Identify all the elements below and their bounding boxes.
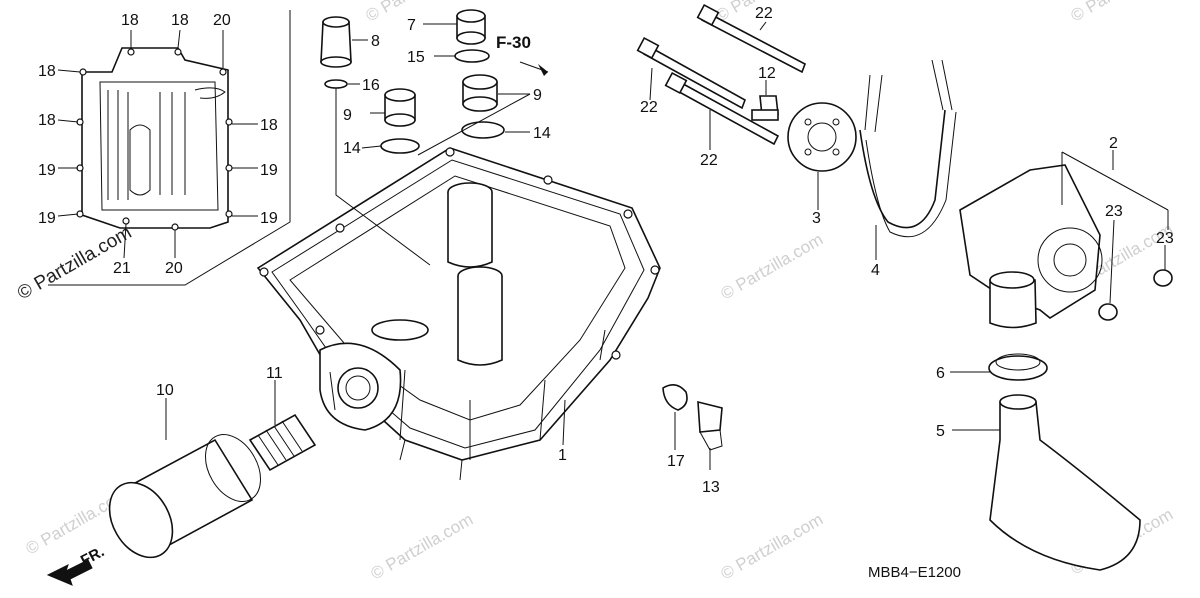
callout-labels: 18 18 20 18 18 18 19 19 19 19 21 20 8 16… <box>38 5 1174 581</box>
callout-14: 14 <box>343 140 361 157</box>
callout-20: 20 <box>213 12 231 29</box>
callout-19: 19 <box>260 162 278 179</box>
front-direction-arrow: FR. <box>46 543 107 586</box>
leader-lines <box>165 21 1169 470</box>
callout-22: 22 <box>640 99 658 116</box>
oil-pipe-8 <box>320 21 352 63</box>
reference-label: F-30 <box>496 33 531 52</box>
threaded-pipe-11 <box>248 413 317 472</box>
callout-23: 23 <box>1156 230 1174 247</box>
watermark: © Partzilla.com <box>718 510 827 584</box>
arrow-icon <box>46 559 93 586</box>
callout-1: 1 <box>558 447 567 464</box>
callout-19: 19 <box>38 162 56 179</box>
sprocket-3 <box>787 102 857 172</box>
parts-lower-left <box>108 384 723 559</box>
callout-18: 18 <box>38 112 56 129</box>
callout-9: 9 <box>533 87 542 104</box>
o-ring-15 <box>454 49 490 63</box>
chain-4 <box>859 109 946 229</box>
callout-18: 18 <box>260 117 278 134</box>
callout-19: 19 <box>38 210 56 227</box>
seal-6 <box>988 355 1048 381</box>
oil-pan-gasket <box>81 47 229 229</box>
callout-9: 9 <box>343 107 352 124</box>
watermark: © Partzilla.com <box>363 0 472 25</box>
callout-13: 13 <box>702 479 720 496</box>
callout-15: 15 <box>407 49 425 66</box>
o-ring-16 <box>324 79 348 89</box>
callout-23: 23 <box>1105 203 1123 220</box>
callout-19: 19 <box>260 210 278 227</box>
callout-16: 16 <box>362 77 380 94</box>
callout-10: 10 <box>156 382 174 399</box>
callout-3: 3 <box>812 210 821 227</box>
oil-strainer-5 <box>989 397 1141 571</box>
callout-12: 12 <box>758 65 776 82</box>
washer-17 <box>662 384 688 411</box>
dowel-23a <box>1098 303 1118 321</box>
o-ring-14a <box>380 138 420 154</box>
callout-22: 22 <box>755 5 773 22</box>
callout-20: 20 <box>165 260 183 277</box>
callout-18: 18 <box>38 63 56 80</box>
dowel-23b <box>1153 269 1173 287</box>
callout-4: 4 <box>871 262 880 279</box>
callout-5: 5 <box>936 423 945 440</box>
callout-11: 11 <box>266 365 283 382</box>
callout-18: 18 <box>171 12 189 29</box>
o-ring-14b <box>461 121 505 139</box>
callout-6: 6 <box>936 365 945 382</box>
diagram-code: MBB4−E1200 <box>868 564 961 581</box>
callout-2: 2 <box>1109 135 1118 152</box>
watermark: © Partzilla.com <box>718 230 827 304</box>
parts-upper-middle <box>636 3 957 238</box>
watermark: © Partzilla.com <box>368 510 477 584</box>
callout-8: 8 <box>371 33 380 50</box>
bolt-22a <box>700 10 806 74</box>
callout-14: 14 <box>533 125 551 142</box>
gasket-inset <box>48 10 291 286</box>
reference-arrow <box>538 64 548 76</box>
oil-pan <box>256 147 661 481</box>
drain-bolt-13 <box>697 400 723 433</box>
callout-22: 22 <box>700 152 718 169</box>
watermark: © Partzilla.com <box>1068 0 1177 25</box>
callout-7: 7 <box>407 17 416 34</box>
parts-upper-left <box>320 9 505 154</box>
callout-17: 17 <box>667 453 685 470</box>
callout-18: 18 <box>121 12 139 29</box>
callout-21: 21 <box>113 260 131 277</box>
parts-right <box>959 164 1173 571</box>
